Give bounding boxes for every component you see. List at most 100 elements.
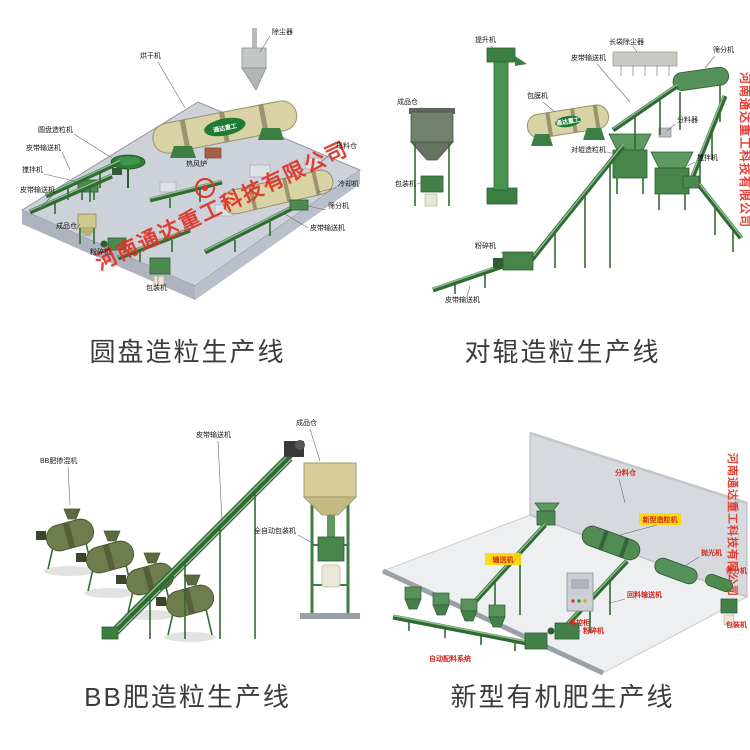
belt-conveyor xyxy=(44,159,122,200)
machine-label: 母料仓 xyxy=(320,141,357,163)
machine-label: 搅拌机 xyxy=(686,153,718,167)
machine-label: 分料仓 xyxy=(615,468,637,504)
svg-text:皮带输送机: 皮带输送机 xyxy=(20,185,55,194)
machine-label: 圆盘造粒机 xyxy=(38,125,113,159)
svg-text:对辊造粒机: 对辊造粒机 xyxy=(571,145,606,154)
belt-conveyor xyxy=(693,178,744,252)
machine-label: 自动配料系统 xyxy=(429,654,471,663)
electric-cabinet xyxy=(566,572,594,612)
section-roller-line: 通达重工 xyxy=(375,0,750,375)
concrete-blocks xyxy=(159,157,322,217)
machine-label: 筛分机 xyxy=(726,566,747,575)
belt-conveyor xyxy=(149,179,223,208)
bb-mixers xyxy=(36,508,216,642)
caption-disc-line: 圆盘造粒生产线 xyxy=(89,337,286,367)
svg-text:冷却机: 冷却机 xyxy=(338,179,359,188)
svg-text:包装机: 包装机 xyxy=(146,283,167,292)
section-disc-line: 通达重工 xyxy=(0,0,375,375)
svg-text:电控柜: 电控柜 xyxy=(569,618,590,627)
platform xyxy=(20,101,362,300)
svg-text:输送机: 输送机 xyxy=(493,555,514,564)
svg-text:分料器: 分料器 xyxy=(677,115,698,124)
machine-label: 对辊造粒机 xyxy=(571,145,616,155)
watermark: 河南通达重工科技有限公司 xyxy=(738,71,750,228)
packing-machine xyxy=(149,257,171,287)
bb-line-diagram: BB肥掺混机 皮带输送机 成品仓 全自动包装机 xyxy=(36,418,360,642)
roller-granulator xyxy=(608,133,652,194)
svg-text:除尘器: 除尘器 xyxy=(272,27,293,36)
machine-label: 成品仓 xyxy=(296,418,321,462)
section-bb-line: BB肥掺混机 皮带输送机 成品仓 全自动包装机 BB肥造粒生产线 xyxy=(0,375,375,750)
machine-label: 分料器 xyxy=(666,115,698,132)
svg-text:皮带输送机: 皮带输送机 xyxy=(196,430,231,439)
packing-machine xyxy=(720,598,738,626)
screener xyxy=(289,199,309,211)
machine-label: 包膜机 xyxy=(527,91,556,113)
drum-stand xyxy=(583,128,605,140)
svg-text:自动配料系统: 自动配料系统 xyxy=(429,654,471,663)
machine-label: 电控柜 xyxy=(569,618,590,627)
bin xyxy=(682,175,700,189)
machine-label: 除尘器 xyxy=(259,27,293,53)
machine-label: 包装机 xyxy=(726,620,747,629)
machine-label: 提升机 xyxy=(475,35,500,55)
hot-blast-stove xyxy=(204,147,222,159)
machine-label: 成品仓 xyxy=(397,97,426,115)
svg-text:包装机: 包装机 xyxy=(726,620,747,629)
machine-label: 成品仓 xyxy=(56,221,81,231)
machine-label: 热风炉 xyxy=(186,155,211,168)
roller-line-diagram: 通达重工 xyxy=(395,35,750,304)
disc-line-diagram: 通达重工 xyxy=(20,27,362,300)
drum-stand xyxy=(170,146,196,158)
cooler-drum xyxy=(222,169,334,215)
feed-hopper xyxy=(534,502,560,526)
drum-stand xyxy=(531,134,553,146)
product-silo xyxy=(409,108,455,206)
svg-text:回料输送机: 回料输送机 xyxy=(627,590,662,599)
packing-machine xyxy=(420,175,444,207)
packing-station xyxy=(300,462,360,619)
svg-text:成品仓: 成品仓 xyxy=(56,221,77,230)
machine-label: 皮带输送机 xyxy=(445,285,480,304)
dust-collector xyxy=(241,28,267,91)
machine-label: 包装机 xyxy=(146,276,167,292)
svg-text:母料仓: 母料仓 xyxy=(336,141,357,150)
svg-text:粉碎机: 粉碎机 xyxy=(583,626,604,635)
inclined-belt-conveyor xyxy=(101,440,305,640)
machine-label: 皮带输送机 xyxy=(26,143,71,171)
polisher xyxy=(654,557,698,585)
dust-collector xyxy=(612,51,678,76)
svg-text:热风炉: 热风炉 xyxy=(186,159,207,168)
machine-label: 包装机 xyxy=(395,179,424,188)
svg-text:筛分机: 筛分机 xyxy=(713,45,734,54)
machine-label: 回料输送机 xyxy=(609,590,662,604)
svg-text:搅拌机: 搅拌机 xyxy=(22,165,43,174)
svg-text:提升机: 提升机 xyxy=(475,35,496,44)
svg-text:粉碎机: 粉碎机 xyxy=(90,247,111,256)
screener xyxy=(705,573,733,593)
product-silo xyxy=(77,213,97,244)
belt-conveyor xyxy=(690,95,728,185)
svg-text:皮带输送机: 皮带输送机 xyxy=(571,53,606,62)
machine-label: 粉碎机 xyxy=(575,626,604,635)
section-organic-line: 河南通达重工科技有限公司 xyxy=(375,375,750,750)
screener xyxy=(672,66,730,130)
svg-text:包膜机: 包膜机 xyxy=(527,91,548,100)
machine-label: 皮带输送机 xyxy=(196,430,231,522)
svg-text:圆盘造粒机: 圆盘造粒机 xyxy=(38,125,73,134)
svg-text:搅拌机: 搅拌机 xyxy=(697,153,718,162)
svg-text:烘干机: 烘干机 xyxy=(140,51,161,60)
machine-label: 粉碎机 xyxy=(475,241,508,259)
machine-label: 烘干机 xyxy=(140,51,186,109)
belt-conveyor xyxy=(611,83,679,150)
svg-text:新型造粒机: 新型造粒机 xyxy=(643,515,678,524)
machine-label: BB肥掺混机 xyxy=(40,456,77,506)
svg-text:成品仓: 成品仓 xyxy=(296,418,317,427)
machine-label: 筛分机 xyxy=(704,45,734,69)
caption-organic-line: 新型有机肥生产线 xyxy=(450,682,675,712)
granulator-drum xyxy=(581,525,641,561)
svg-text:全自动包装机: 全自动包装机 xyxy=(254,526,296,535)
crusher xyxy=(493,251,534,271)
machine-label: 皮带输送机 xyxy=(571,53,631,103)
